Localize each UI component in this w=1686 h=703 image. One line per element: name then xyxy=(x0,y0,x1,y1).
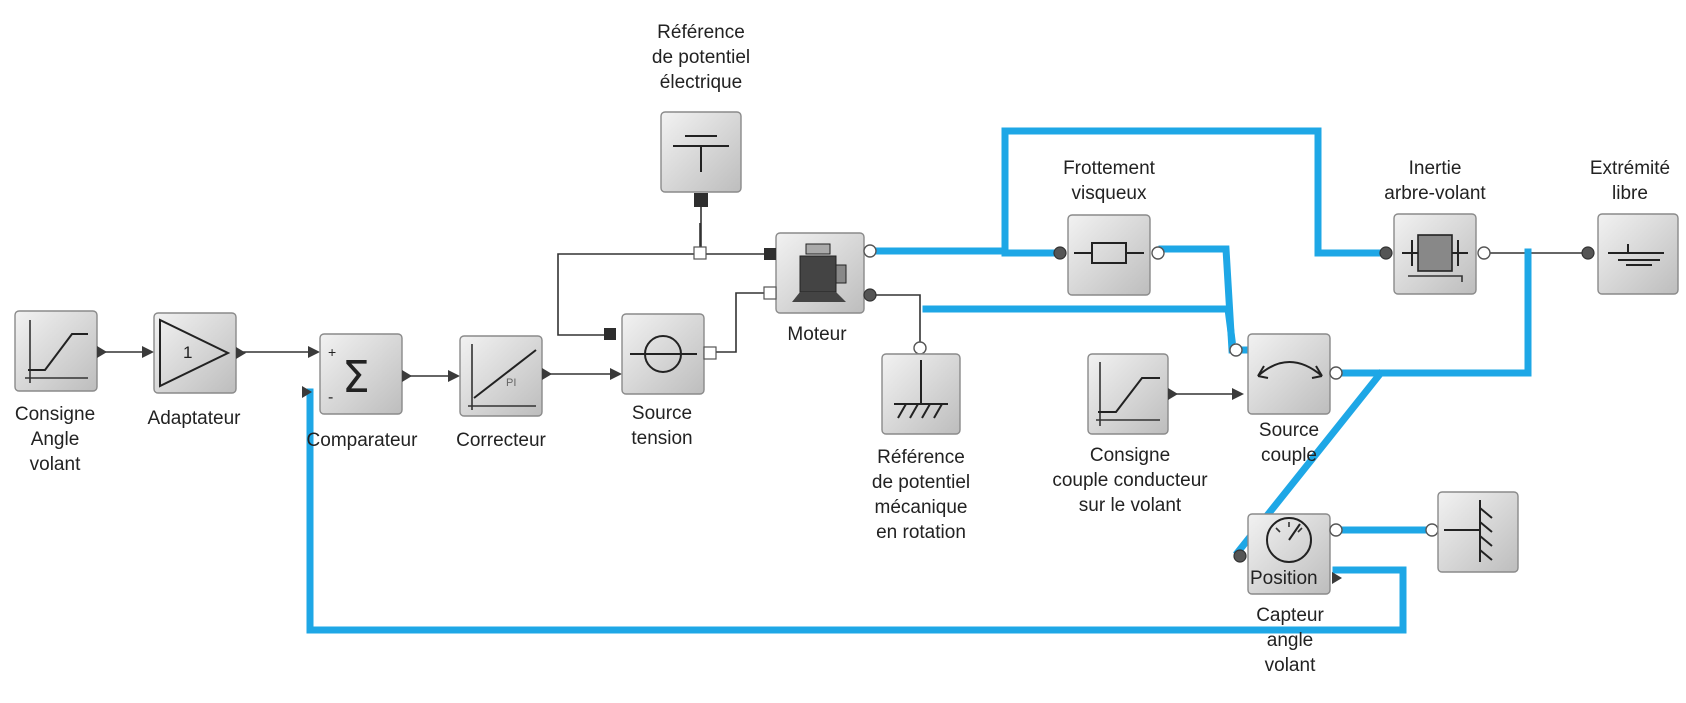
block-bati[interactable] xyxy=(1425,491,1519,573)
electric-ground-icon xyxy=(673,135,729,172)
block-adaptateur[interactable]: 1 xyxy=(153,312,246,394)
block-comparateur[interactable]: Σ + - xyxy=(302,333,412,415)
block-source-tension[interactable] xyxy=(604,313,717,395)
label-moteur: Moteur xyxy=(787,324,847,345)
conn-frottement-source-couple xyxy=(1158,245,1254,354)
block-correcteur[interactable]: PI xyxy=(459,335,552,417)
gain-value: 1 xyxy=(183,343,192,362)
block-consigne-couple[interactable] xyxy=(1087,353,1178,435)
label-frottement: Frottement visqueux xyxy=(1063,158,1155,204)
label-correcteur: Correcteur xyxy=(456,430,546,451)
mechanical-ground-icon xyxy=(894,360,948,419)
block-ref-electrique[interactable] xyxy=(660,111,742,260)
damper-icon xyxy=(1074,242,1144,264)
block-frottement[interactable] xyxy=(1053,214,1165,296)
angle-sensor-icon xyxy=(1266,517,1312,563)
label-capteur: Capteur angle volant xyxy=(1256,605,1324,676)
minus-sign: - xyxy=(328,389,333,406)
label-consigne-couple: Consigne couple conducteur sur le volant xyxy=(1052,445,1208,516)
block-source-couple[interactable] xyxy=(1229,333,1343,415)
gain-icon: 1 xyxy=(159,318,231,388)
block-ref-mecanique[interactable] xyxy=(881,341,961,435)
block-moteur[interactable] xyxy=(763,232,877,314)
block-extremite[interactable] xyxy=(1581,213,1679,295)
conn-ref-meca-source-couple xyxy=(922,305,1236,344)
torque-source-icon xyxy=(1257,361,1323,379)
voltage-source-icon xyxy=(630,335,697,373)
sum-symbol: Σ xyxy=(342,352,370,403)
label-adaptateur: Adaptateur xyxy=(147,408,241,429)
conn-capteur-feedback xyxy=(306,388,1407,634)
pi-tag: PI xyxy=(506,377,516,389)
label-comparateur: Comparateur xyxy=(306,430,418,451)
inertia-icon xyxy=(1402,234,1468,282)
sum-icon: Σ + - xyxy=(328,344,370,406)
conn-moteur-inertie xyxy=(862,127,1384,257)
block-capteur[interactable]: Position xyxy=(1233,513,1343,595)
label-ref-mecanique: Référence de potentiel mécanique en rota… xyxy=(871,447,971,543)
label-extremite: Extrémité libre xyxy=(1589,158,1671,204)
label-consigne-angle: Consigne Angle volant xyxy=(14,404,96,475)
motor-icon xyxy=(792,243,847,302)
highlighted-connections xyxy=(306,127,1532,634)
ramp-icon xyxy=(25,320,88,383)
conn-source-couple-inertie xyxy=(1332,248,1532,377)
label-source-couple: Source couple xyxy=(1258,420,1320,466)
label-ref-electrique: Référence de potentiel électrique xyxy=(651,22,751,93)
ramp-icon xyxy=(1096,362,1160,426)
free-end-icon xyxy=(1608,244,1664,266)
signal-wires xyxy=(96,223,1582,400)
capteur-inner-label: Position xyxy=(1250,568,1318,589)
fixed-frame-icon xyxy=(1444,500,1493,562)
label-inertie: Inertie arbre-volant xyxy=(1384,158,1486,204)
block-inertie[interactable] xyxy=(1379,213,1491,295)
plus-sign: + xyxy=(328,344,336,360)
block-consigne-angle[interactable] xyxy=(14,310,107,392)
pi-icon: PI xyxy=(468,344,537,410)
label-source-tension: Source tension xyxy=(631,403,693,449)
